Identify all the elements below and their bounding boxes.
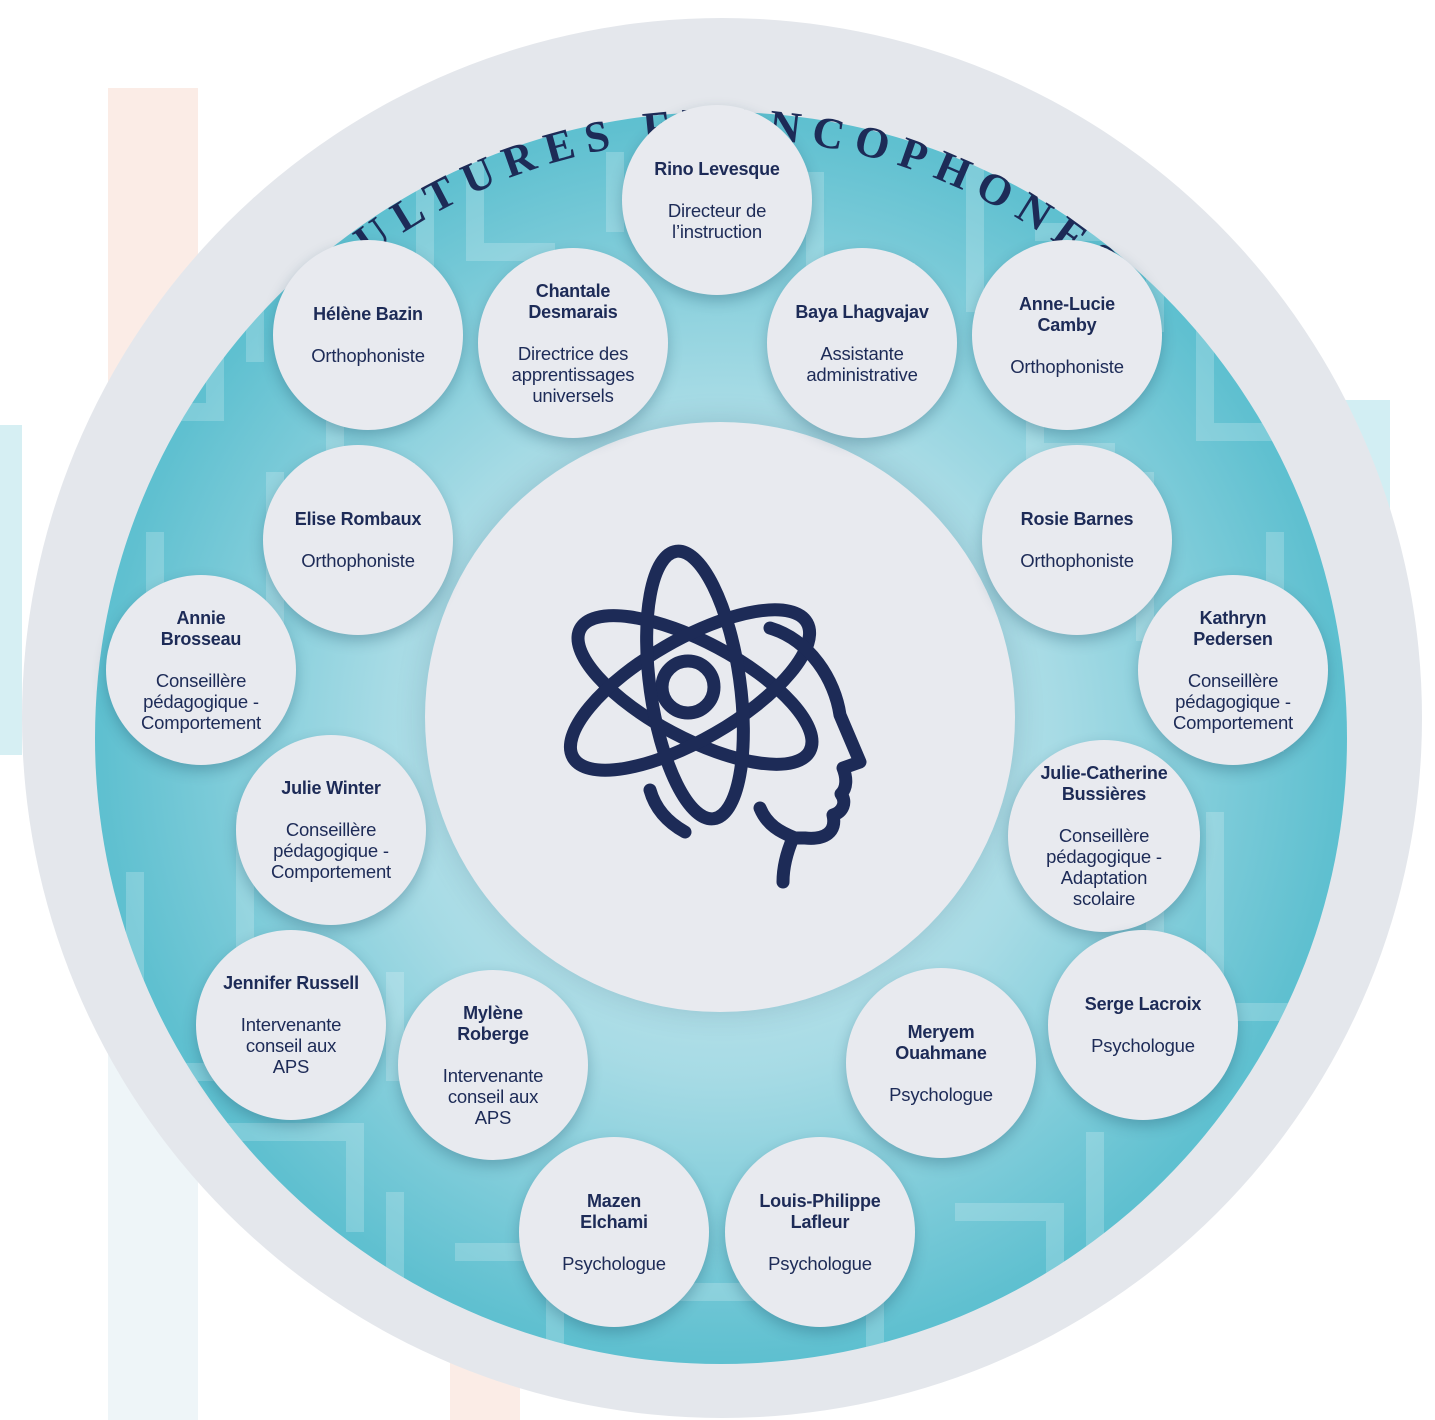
member-name: Hélène Bazin — [313, 304, 423, 324]
member-card-kathryn-pedersen: Kathryn Pedersen Conseillère pédagogique… — [1138, 575, 1328, 765]
member-name: Chantale Desmarais — [528, 280, 618, 322]
member-role: Assistante administrative — [806, 342, 918, 385]
member-card-meryem-ouahmane: Meryem Ouahmane Psychologue — [846, 968, 1036, 1158]
member-card-helene-bazin: Hélène Bazin Orthophoniste — [273, 240, 463, 430]
member-name: Serge Lacroix — [1084, 994, 1202, 1014]
brain-atom-head-icon — [563, 544, 867, 889]
member-role: Orthophoniste — [311, 345, 425, 366]
member-name: Meryem Ouahmane — [895, 1021, 987, 1063]
member-name: Mazen Elchami — [580, 1190, 648, 1232]
member-role: Intervenante conseil aux APS — [240, 1014, 342, 1077]
member-card-annie-brosseau: Annie Brosseau Conseillère pédagogique -… — [106, 575, 296, 765]
member-role: Orthophoniste — [1020, 550, 1134, 571]
member-card-baya-lhagvajav: Baya Lhagvajav Assistante administrative — [767, 248, 957, 438]
member-name: Annie Brosseau — [160, 607, 242, 649]
member-card-serge-lacroix: Serge Lacroix Psychologue — [1048, 930, 1238, 1120]
member-role: Directeur de l’instruction — [667, 199, 767, 242]
member-card-anne-lucie-camby: Anne-Lucie Camby Orthophoniste — [972, 240, 1162, 430]
member-role: Directrice des apprentissages universels — [511, 342, 635, 406]
member-card-julie-catherine-bussieres: Julie-Catherine Bussières Conseillère pé… — [1008, 740, 1200, 932]
member-card-jennifer-russell: Jennifer Russell Intervenante conseil au… — [196, 930, 386, 1120]
member-role: Psychologue — [1091, 1035, 1195, 1056]
member-role: Psychologue — [889, 1083, 993, 1105]
member-role: Psychologue — [768, 1252, 872, 1274]
member-role: Conseillère pédagogique - Comportement — [271, 819, 391, 882]
member-role: Conseillère pédagogique - Adaptation sco… — [1046, 825, 1162, 909]
member-name: Louis-Philippe Lafleur — [759, 1190, 881, 1232]
member-card-rosie-barnes: Rosie Barnes Orthophoniste — [982, 445, 1172, 635]
member-role: Conseillère pédagogique - Comportement — [1173, 669, 1293, 733]
member-name: Baya Lhagvajav — [795, 301, 929, 322]
member-name: Jennifer Russell — [223, 973, 359, 993]
member-card-julie-winter: Julie Winter Conseillère pédagogique - C… — [236, 735, 426, 925]
member-role: Psychologue — [562, 1252, 666, 1274]
member-card-rino-levesque: Rino Levesque Directeur de l’instruction — [622, 105, 812, 295]
member-name: Anne-Lucie Camby — [1018, 293, 1115, 335]
member-card-elise-rombaux: Elise Rombaux Orthophoniste — [263, 445, 453, 635]
member-name: Mylène Roberge — [457, 1002, 529, 1044]
member-name: Rino Levesque — [654, 158, 780, 179]
member-role: Intervenante conseil aux APS — [442, 1064, 544, 1128]
member-name: Elise Rombaux — [294, 509, 422, 529]
member-card-chantale-desmarais: Chantale Desmarais Directrice des appren… — [478, 248, 668, 438]
member-name: Julie-Catherine Bussières — [1040, 763, 1168, 804]
member-role: Conseillère pédagogique - Comportement — [141, 669, 261, 733]
background-panel-cyan-left — [0, 425, 22, 755]
member-name: Julie Winter — [281, 778, 381, 798]
member-name: Kathryn Pedersen — [1193, 607, 1273, 649]
member-card-mylene-roberge: Mylène Roberge Intervenante conseil aux … — [398, 970, 588, 1160]
member-role: Orthophoniste — [301, 550, 415, 571]
center-circle — [425, 422, 1015, 1012]
member-name: Rosie Barnes — [1020, 509, 1134, 529]
member-role: Orthophoniste — [1010, 355, 1124, 377]
member-card-louis-philippe-lafleur: Louis-Philippe Lafleur Psychologue — [725, 1137, 915, 1327]
member-card-mazen-elchami: Mazen Elchami Psychologue — [519, 1137, 709, 1327]
